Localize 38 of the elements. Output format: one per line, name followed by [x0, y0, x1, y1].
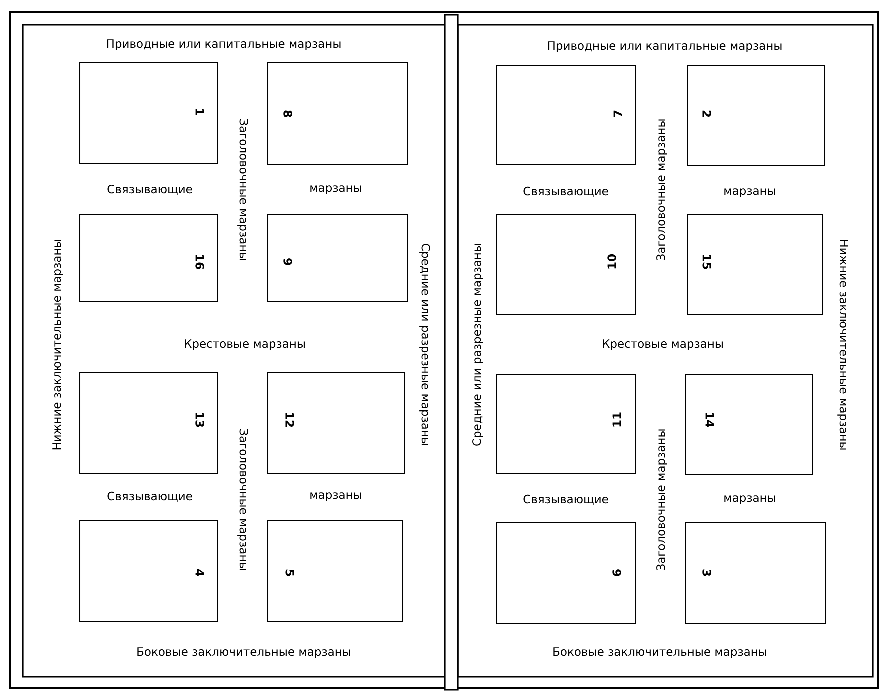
page-box: 14 [686, 374, 814, 476]
page-box: 8 [268, 62, 408, 166]
page-box: 3 [686, 522, 826, 624]
page-box: 15 [688, 214, 824, 316]
margin-label: марзаны [724, 188, 776, 198]
margin-label: Нижние заключительные марзаны [838, 240, 848, 450]
page-box: 4 [80, 520, 218, 622]
page-box: 1 [80, 62, 218, 164]
margin-label: Средние или разрезные марзаны [472, 244, 484, 446]
page-box: 6 [496, 522, 636, 624]
margin-label: Связывающие [524, 494, 608, 506]
page-box: 9 [268, 214, 408, 302]
margin-label: Связывающие [524, 186, 608, 198]
margin-label: Приводные или капитальные марзаны [548, 42, 782, 52]
margin-label: Крестовые марзаны [603, 340, 723, 350]
page-box: 7 [496, 66, 636, 166]
margin-label: Крестовые марзаны [185, 340, 305, 350]
margin-label: Боковые заключительные марзаны [554, 648, 766, 658]
page-box: 2 [688, 66, 826, 166]
margin-label: Заголовочные марзаны [238, 429, 248, 570]
margin-label: Заголовочные марзаны [656, 120, 668, 261]
page-box: 11 [496, 374, 636, 474]
margin-label: Заголовочные марзаны [656, 430, 668, 571]
margin-label: Связывающие [108, 184, 192, 196]
margin-label: Нижние заключительные марзаны [52, 240, 64, 450]
margin-label: марзаны [310, 186, 362, 194]
margin-label: Средние или разрезные марзаны [420, 244, 430, 446]
margin-label: марзаны [724, 496, 776, 504]
margin-label: Связывающие [108, 492, 192, 502]
page-box: 5 [268, 520, 404, 622]
page-box: 12 [268, 372, 406, 474]
margin-label: Приводные или капитальные марзаны [107, 40, 341, 50]
margin-label: Боковые заключительные марзаны [138, 648, 350, 658]
page-box: 16 [80, 214, 218, 302]
margin-label: марзаны [310, 492, 362, 502]
page-box: 10 [496, 214, 636, 316]
page-box: 13 [80, 372, 218, 474]
margin-label: Заголовочные марзаны [238, 119, 248, 260]
